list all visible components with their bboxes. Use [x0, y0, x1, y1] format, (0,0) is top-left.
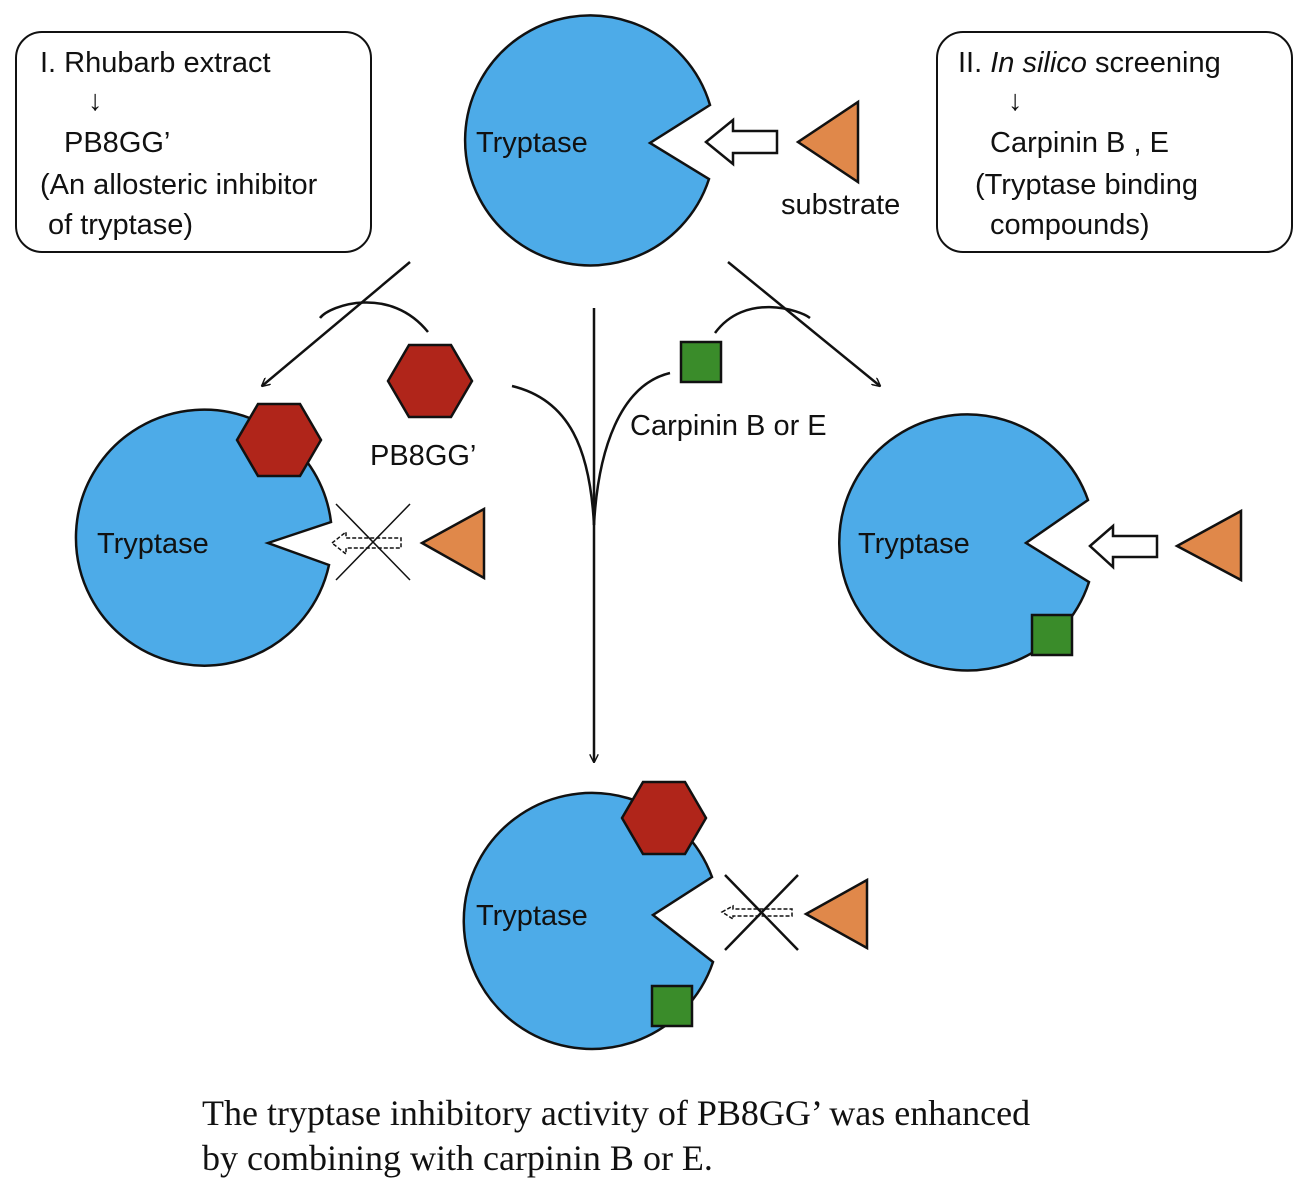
carpinin-square	[679, 340, 723, 384]
pathway-arrows	[262, 261, 880, 762]
box-right-line3: (Tryptase binding	[975, 169, 1198, 201]
tryptase-enzyme	[463, 14, 712, 267]
tryptase-with-pb8gg-and-carpinin: Tryptase	[462, 780, 869, 1051]
box-left-line3: (An allosteric inhibitor	[40, 169, 318, 201]
tryptase-free: Tryptase substrate	[463, 14, 900, 267]
pb8gg-hexagon	[235, 402, 323, 478]
pb8gg-hexagon	[386, 343, 474, 419]
substrate-triangle	[795, 99, 860, 185]
tryptase-label: Tryptase	[476, 127, 588, 159]
tryptase-with-carpinin: Tryptase	[838, 413, 1243, 672]
pb8gg-hexagon	[620, 780, 708, 856]
tryptase-enzyme	[838, 413, 1091, 672]
blocked-arrow-icon	[330, 530, 402, 556]
caption: The tryptase inhibitory activity of PB8G…	[202, 1093, 1030, 1178]
pb8gg-label: PB8GG’	[370, 440, 476, 472]
tryptase-label: Tryptase	[476, 900, 588, 932]
box-left-line1: I. Rhubarb extract	[40, 47, 271, 79]
carpinin-square	[1030, 613, 1074, 657]
caption-line1: The tryptase inhibitory activity of PB8G…	[202, 1093, 1030, 1133]
tryptase-label: Tryptase	[858, 528, 970, 560]
box-right-line2: Carpinin B , E	[990, 127, 1169, 159]
cross-icon	[724, 874, 799, 951]
down-arrow-icon: ↓	[1008, 85, 1023, 117]
tryptase-label: Tryptase	[97, 528, 209, 560]
tryptase-with-pb8gg: Tryptase	[74, 402, 486, 667]
box-right-line4: compounds)	[990, 209, 1150, 241]
caption-line2: by combining with carpinin B or E.	[202, 1138, 713, 1178]
carpinin-label: Carpinin B or E	[630, 410, 827, 442]
rhubarb-extract-box: I. Rhubarb extract ↓ PB8GG’ (An alloster…	[15, 31, 372, 253]
substrate-label: substrate	[781, 189, 900, 221]
tryptase-enzyme	[462, 791, 715, 1051]
cross-icon	[335, 503, 411, 581]
binding-arrow-icon	[704, 117, 779, 167]
substrate-triangle	[803, 877, 869, 951]
box-left-line4: of tryptase)	[48, 209, 193, 241]
down-arrow-icon: ↓	[88, 85, 103, 117]
blocked-arrow-icon	[720, 904, 793, 921]
binding-arrow-icon	[1088, 523, 1159, 570]
substrate-triangle	[1174, 508, 1243, 583]
in-silico-screening-box: II. In silico screening ↓ Carpinin B , E…	[936, 31, 1293, 253]
box-left-line2: PB8GG’	[64, 127, 170, 159]
substrate-triangle	[419, 506, 486, 581]
box-right-line1: II. In silico screening	[958, 47, 1221, 79]
carpinin-square	[650, 984, 694, 1028]
